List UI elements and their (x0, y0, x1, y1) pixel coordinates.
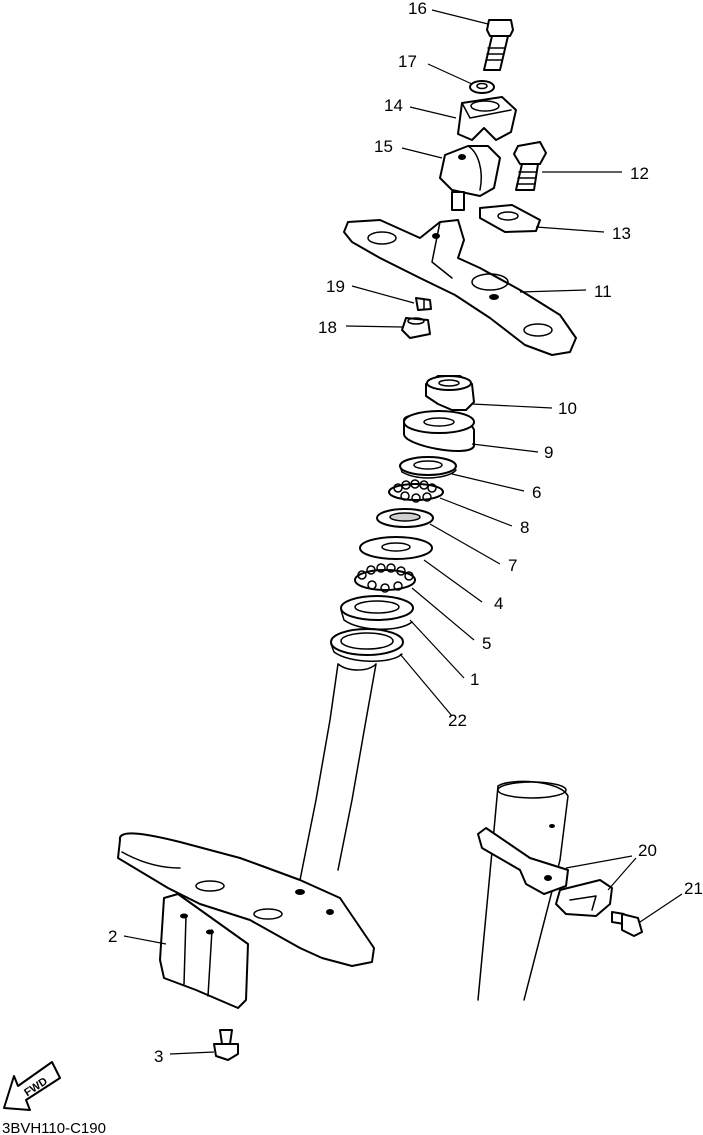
callout-19: 19 (326, 277, 345, 296)
part-7-race (376, 508, 434, 528)
callout-20: 20 (638, 841, 657, 860)
part-11-upper-bracket (343, 219, 577, 356)
part-14-handlebar-holder-upper (457, 96, 517, 141)
part-19-clip (415, 297, 432, 311)
callout-11: 11 (594, 282, 612, 301)
reference-code: 3BVH110-C190 (2, 1120, 106, 1135)
callout-14: 14 (384, 96, 403, 115)
fwd-arrow-icon: FWD (3, 1061, 61, 1111)
callout-13: 13 (612, 224, 631, 243)
callout-17: 17 (398, 52, 417, 71)
part-21-bolt (611, 911, 643, 937)
callout-5: 5 (482, 634, 491, 653)
leader-lines (123, 9, 683, 1055)
part-17-washer (469, 80, 495, 94)
part-9-rubber-washer (403, 410, 475, 452)
part-1-bearing-cup (340, 595, 414, 630)
part-20-clamp (477, 827, 613, 917)
callout-10: 10 (558, 399, 577, 418)
part-16-bolt (483, 19, 514, 71)
part-12-bolt (513, 141, 547, 191)
callout-7: 7 (508, 556, 517, 575)
part-18-nut (401, 317, 431, 339)
part-2-cover (159, 893, 249, 1009)
callout-labels: 16 17 14 15 12 13 11 19 18 10 9 6 8 7 4 … (108, 0, 703, 1066)
part-13-washer-plate (479, 204, 541, 233)
callout-15: 15 (374, 137, 393, 156)
part-22-seal (330, 628, 404, 662)
part-3-bolt (213, 1029, 239, 1061)
part-15-handlebar-holder-lower (439, 145, 501, 211)
part-5-ball-bearing-lower (354, 563, 416, 593)
callout-16: 16 (408, 0, 427, 18)
callout-12: 12 (630, 164, 649, 183)
callout-1: 1 (470, 670, 479, 689)
callout-3: 3 (154, 1047, 163, 1066)
callout-9: 9 (544, 443, 553, 462)
part-8-ball-bearing (388, 479, 444, 503)
callout-22: 22 (448, 711, 467, 730)
callout-6: 6 (532, 483, 541, 502)
callout-8: 8 (520, 518, 529, 537)
callout-2: 2 (108, 927, 117, 946)
part-6-bearing-race (399, 456, 457, 479)
callout-4: 4 (494, 594, 503, 613)
steering-stem-under-bracket (117, 663, 377, 967)
part-10-ring-nut (425, 375, 475, 411)
callout-18: 18 (318, 318, 337, 337)
callout-21: 21 (684, 879, 703, 898)
part-4-dust-seal (359, 536, 433, 560)
